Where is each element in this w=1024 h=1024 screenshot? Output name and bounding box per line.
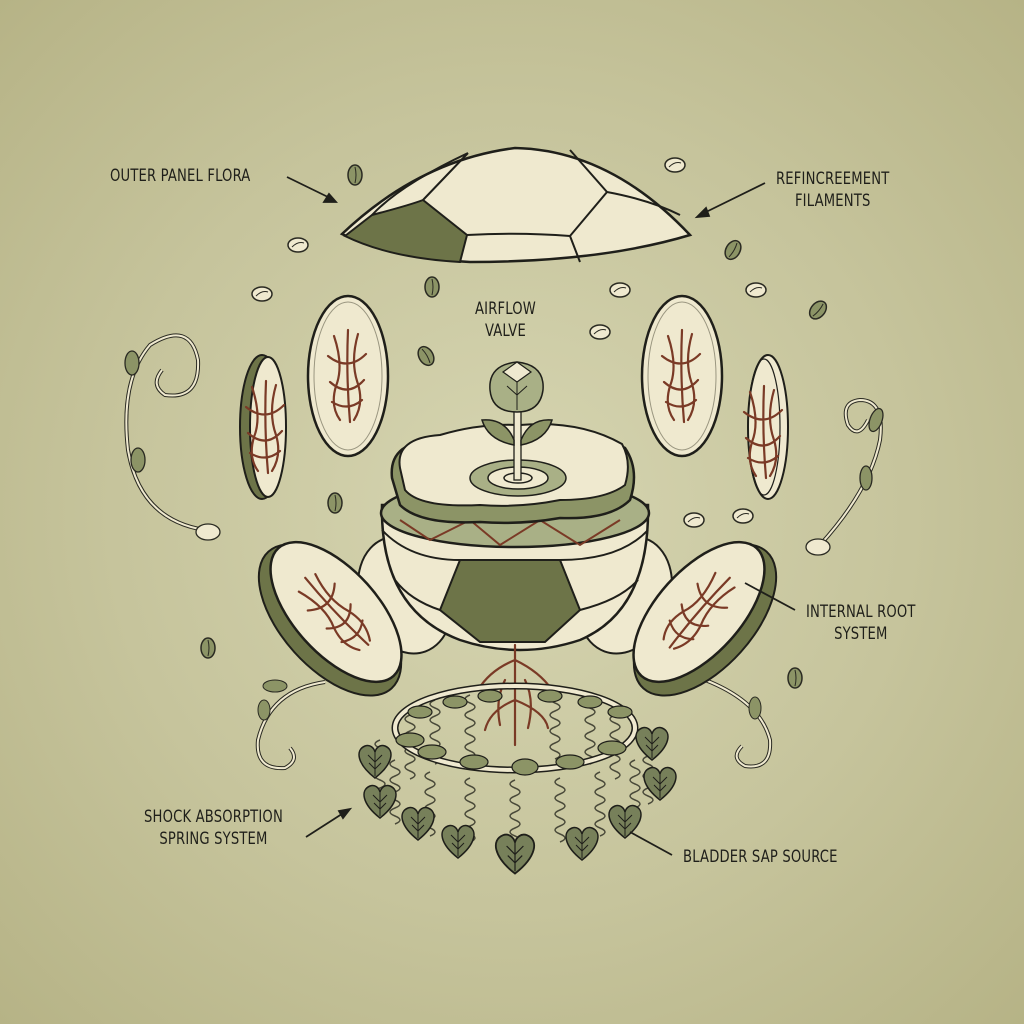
side-panel-lower-left (257, 540, 403, 697)
internal-roots (476, 643, 554, 747)
side-panel-upper-right-small (742, 354, 789, 500)
side-panel-lower-right (632, 540, 778, 697)
ring-leaves (395, 689, 633, 776)
spring-ring-base (358, 682, 677, 875)
side-panel-upper-right-large (640, 294, 724, 458)
tendril-lower-right (699, 676, 773, 769)
label-bladder-sap-source: BLADDER SAP SOURCE (683, 847, 838, 867)
outer-panel-dome (339, 146, 693, 264)
tendril-leaves (124, 350, 884, 721)
label-refincreement-filaments: REFINCREEMENT FILAMENTS (776, 169, 890, 211)
leader-lines (286, 176, 796, 856)
label-outer-panel-flora: OUTER PANEL FLORA (110, 166, 251, 186)
side-panel-upper-left-large (306, 294, 390, 458)
side-panel-upper-left-small (239, 354, 287, 500)
airflow-valve-sprout (481, 361, 553, 481)
label-airflow-valve: AIRFLOW VALVE (475, 299, 536, 341)
label-shock-absorption-spring-system: SHOCK ABSORPTION SPRING SYSTEM (144, 807, 283, 849)
label-internal-root-system: INTERNAL ROOT SYSTEM (806, 602, 916, 644)
tendril-lower-left (255, 680, 326, 771)
